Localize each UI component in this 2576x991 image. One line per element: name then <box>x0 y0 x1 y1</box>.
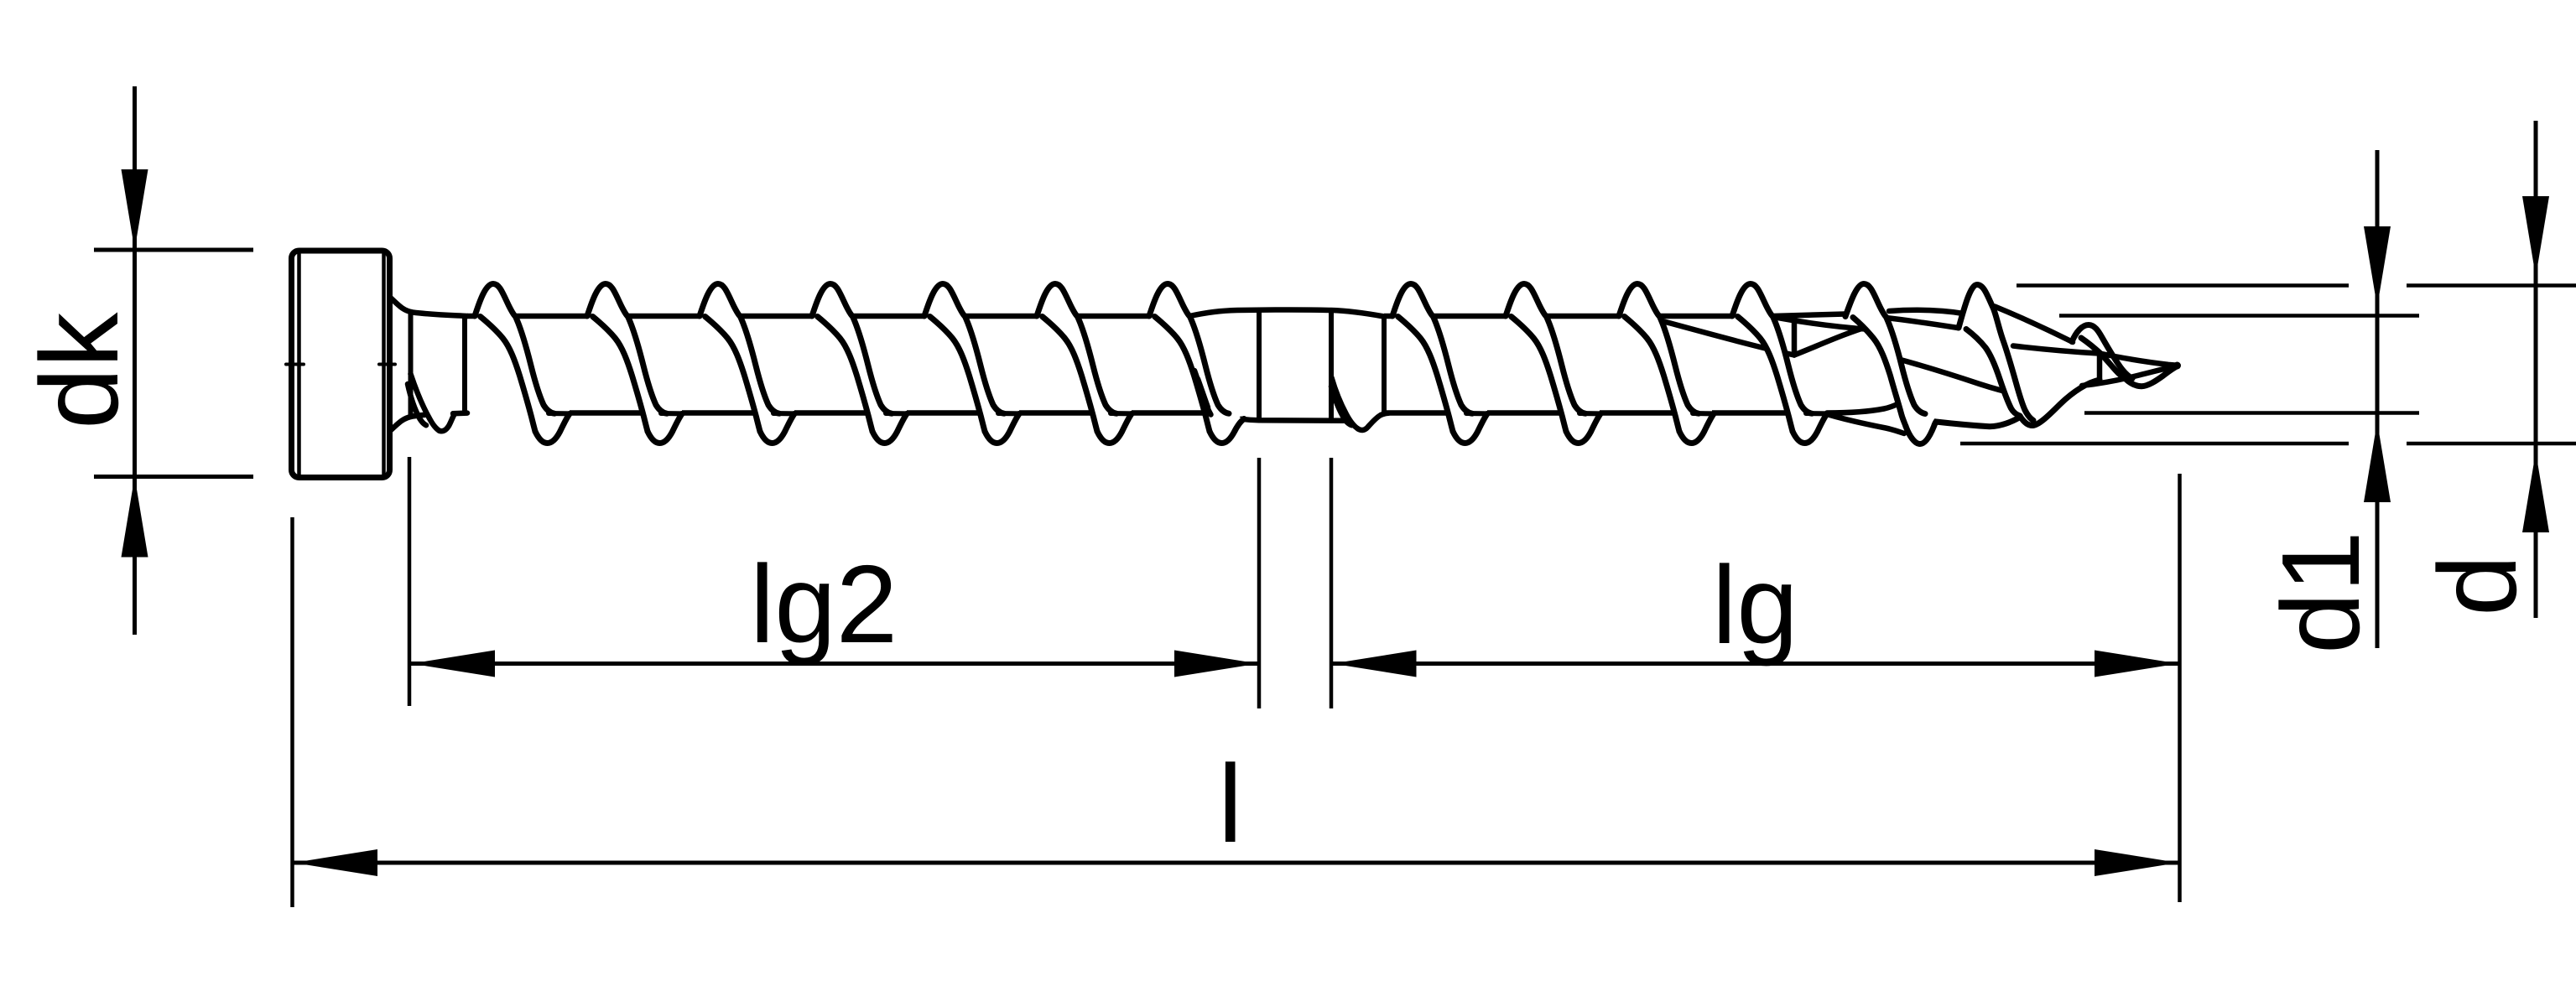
svg-text:lg: lg <box>1712 543 1798 667</box>
svg-text:l: l <box>1218 742 1242 865</box>
svg-text:dk: dk <box>18 312 141 429</box>
svg-text:d1: d1 <box>2259 531 2382 654</box>
svg-text:lg2: lg2 <box>750 542 898 666</box>
svg-text:d: d <box>2416 555 2539 616</box>
